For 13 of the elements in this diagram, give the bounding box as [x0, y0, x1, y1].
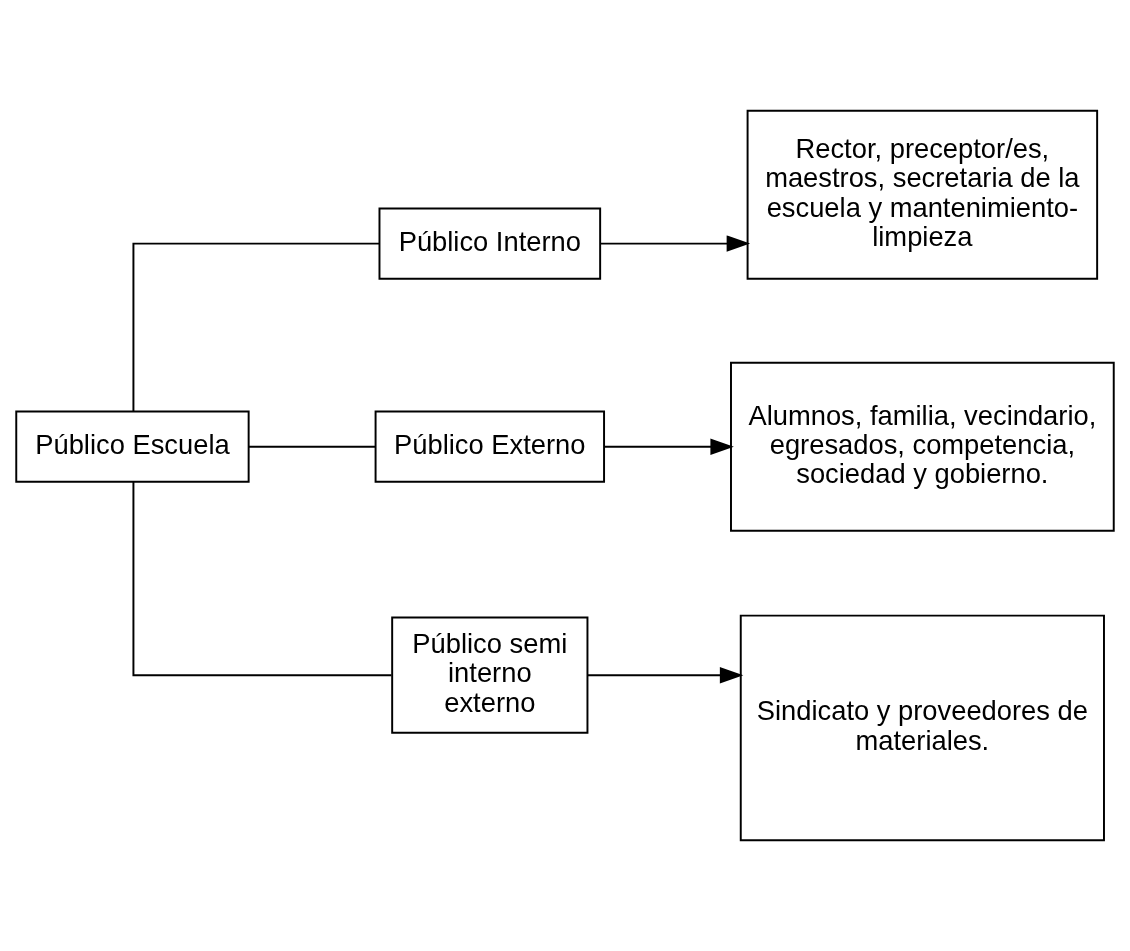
node-box: Rector, preceptor/es, maestros, secretaria de la escuela y mantenimiento-limpieza — [746, 109, 1099, 280]
node-box: Sindicato y proveedores de materiales. — [739, 614, 1105, 842]
node-box: Alumnos, familia, vecindario, egresados, competencia, sociedad y gobierno. — [730, 361, 1115, 532]
connector — [132, 480, 393, 677]
node-box: Público Interno — [378, 207, 602, 280]
node-box: Público Escuela — [15, 410, 250, 483]
arrow — [587, 666, 744, 684]
connector — [248, 445, 377, 448]
arrow — [599, 235, 751, 252]
node-box: Público Externo — [374, 410, 606, 483]
node-box: Público semi interno externo — [391, 616, 589, 734]
connector — [132, 242, 380, 413]
arrow — [603, 438, 734, 455]
